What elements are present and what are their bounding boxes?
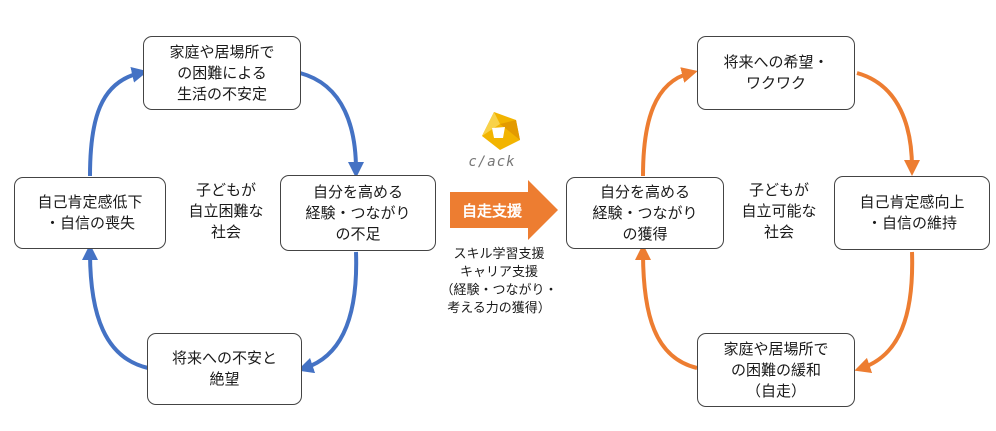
support-note: スキル学習支援 キャリア支援 （経験・つながり・ 考える力の獲得）: [440, 247, 558, 316]
arrow-right-to-bottom-left-cycle: [297, 251, 359, 374]
arrow-bottom-to-left-right-cycle: [635, 244, 698, 370]
right-center-text: 子どもが 自立可能な 社会: [741, 181, 817, 241]
left-right-box: 自分を高める 経験・つながり の不足: [280, 175, 436, 251]
right-left-box: 自分を高める 経験・つながり の獲得: [566, 177, 724, 249]
right-bottom-text: 家庭や居場所で の困難の緩和 （自走）: [723, 339, 829, 400]
center-block-arrow: [450, 180, 558, 240]
left-center-text: 子どもが 自立困難な 社会: [188, 181, 264, 241]
right-top-box: 将来への希望・ ワクワク: [697, 36, 855, 110]
right-right-box: 自己肯定感向上 ・自信の維持: [834, 176, 990, 250]
arrow-right-to-bottom-right-cycle: [854, 251, 915, 373]
arrow-left-to-top-left-cycle: [88, 66, 148, 177]
left-left-text: 自己肯定感低下 ・自信の喪失: [37, 193, 143, 232]
arrow-left-to-top-right-cycle: [641, 67, 698, 177]
arrow-top-to-right-left-cycle: [299, 71, 364, 178]
right-left-text: 自分を高める 経験・つながり の獲得: [592, 182, 698, 243]
right-right-text: 自己肯定感向上 ・自信の維持: [859, 193, 965, 232]
right-bottom-box: 家庭や居場所で の困難の緩和 （自走）: [697, 333, 855, 407]
logo-wordmark: c/ack: [468, 154, 516, 170]
left-right-text: 自分を高める 経験・つながり の不足: [305, 182, 411, 243]
left-bottom-box: 将来への不安と 絶望: [147, 333, 302, 405]
logo-icon: [482, 112, 520, 150]
center-arrow-label: 自走支援: [462, 201, 523, 220]
right-top-text: 将来への希望・ ワクワク: [723, 53, 829, 92]
left-left-box: 自己肯定感低下 ・自信の喪失: [14, 177, 166, 249]
left-bottom-text: 将来への不安と 絶望: [171, 349, 277, 388]
arrow-top-to-right-right-cycle: [856, 71, 920, 176]
left-top-text: 家庭や居場所で の困難による 生活の不安定: [169, 42, 275, 103]
left-top-box: 家庭や居場所で の困難による 生活の不安定: [143, 36, 301, 110]
arrow-bottom-to-left-left-cycle: [82, 244, 149, 370]
